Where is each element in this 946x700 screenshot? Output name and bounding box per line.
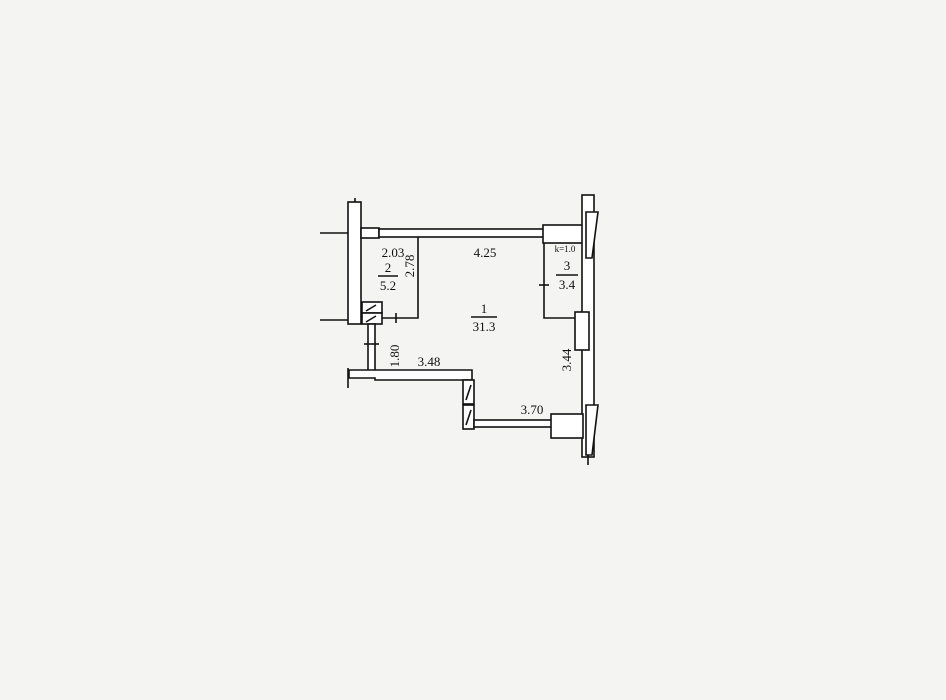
ventilation-ducts-bottom — [462, 379, 475, 430]
walls — [320, 194, 599, 465]
dim-3-48: 3.48 — [418, 354, 441, 369]
dim-4-25: 4.25 — [474, 245, 497, 260]
room-1-number: 1 — [481, 301, 488, 316]
dim-2-78: 2.78 — [402, 255, 417, 278]
ventilation-ducts-left — [361, 301, 383, 325]
room-2-area: 5.2 — [380, 278, 396, 293]
room-2-label: 2 5.2 — [378, 260, 398, 293]
room-3-coefficient: k=1.0 — [555, 244, 576, 254]
room-1-area: 31.3 — [473, 319, 496, 334]
dim-3-70: 3.70 — [521, 402, 544, 417]
room-3-number: 3 — [564, 258, 571, 273]
dim-1-80: 1.80 — [387, 345, 402, 368]
dim-3-44: 3.44 — [559, 348, 574, 371]
room-3-label: k=1.0 3 3.4 — [555, 244, 578, 292]
room-2-number: 2 — [385, 260, 392, 275]
room-3-area: 3.4 — [559, 277, 576, 292]
dim-2-03: 2.03 — [382, 245, 405, 260]
dimension-labels: 2.03 4.25 2.78 1.80 3.48 3.70 3.44 — [382, 245, 574, 417]
room-1-label: 1 31.3 — [471, 301, 497, 334]
room-labels: 2 5.2 1 31.3 k=1.0 3 3.4 — [378, 244, 578, 334]
